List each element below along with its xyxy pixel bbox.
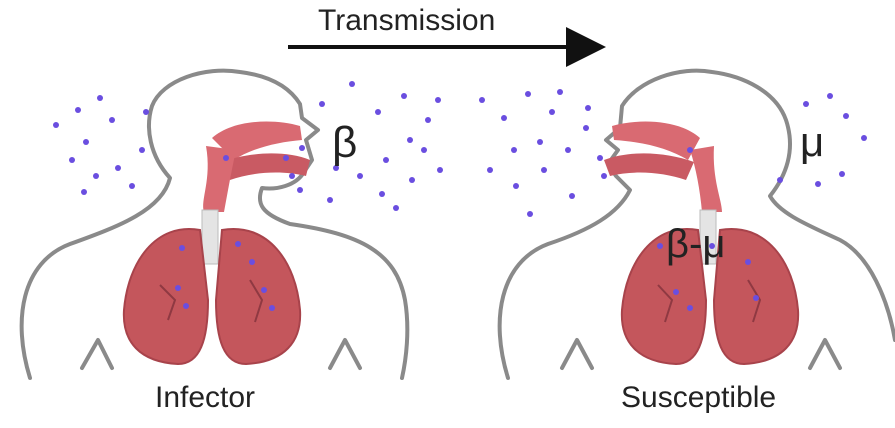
- aerosol-particle: [115, 165, 121, 171]
- aerosol-particle: [297, 187, 303, 193]
- aerosol-particle: [549, 109, 555, 115]
- aerosol-particle: [827, 93, 833, 99]
- aerosol-particle: [435, 97, 441, 103]
- aerosol-particle: [687, 305, 693, 311]
- aerosol-particle: [409, 177, 415, 183]
- aerosol-particle: [81, 189, 87, 195]
- aerosol-particle: [393, 205, 399, 211]
- aerosol-particle: [815, 181, 821, 187]
- aerosol-particle: [327, 197, 333, 203]
- aerosol-particle: [261, 287, 267, 293]
- aerosol-particle: [401, 93, 407, 99]
- aerosol-particle: [753, 295, 759, 301]
- aerosol-particle: [249, 259, 255, 265]
- aerosol-particle: [53, 122, 59, 128]
- susceptible-left-arm: [562, 340, 592, 368]
- aerosol-particle: [541, 167, 547, 173]
- aerosol-particle: [597, 155, 603, 161]
- aerosol-particle: [777, 177, 783, 183]
- aerosol-particle: [537, 139, 543, 145]
- aerosol-particle: [843, 113, 849, 119]
- aerosol-particle: [425, 117, 431, 123]
- aerosol-particle: [235, 241, 241, 247]
- aerosol-particle: [83, 139, 89, 145]
- aerosol-particle: [861, 135, 867, 141]
- aerosol-particle: [139, 147, 145, 153]
- aerosol-particle: [501, 115, 507, 121]
- infector-left-lung: [124, 229, 208, 364]
- aerosol-particle: [357, 173, 363, 179]
- aerosol-particle: [283, 155, 289, 161]
- aerosol-particle: [437, 167, 443, 173]
- aerosol-particle: [511, 147, 517, 153]
- aerosol-particle: [319, 101, 325, 107]
- aerosol-particle: [557, 89, 563, 95]
- aerosol-particle: [673, 289, 679, 295]
- aerosol-particle: [129, 183, 135, 189]
- aerosol-particle: [525, 91, 531, 97]
- aerosol-particle: [109, 117, 115, 123]
- transmission-label: Transmission: [318, 4, 495, 38]
- aerosol-particle: [687, 147, 693, 153]
- aerosol-particle: [375, 109, 381, 115]
- aerosol-particle: [487, 167, 493, 173]
- infector-label: Infector: [155, 381, 255, 415]
- aerosol-particle: [175, 285, 181, 291]
- susceptible-right-arm: [810, 340, 840, 368]
- infector-right-lung: [216, 229, 300, 364]
- aerosol-particle: [803, 101, 809, 107]
- infector-respiratory-system: [124, 122, 310, 364]
- aerosol-particle: [299, 145, 305, 151]
- aerosol-particle: [269, 305, 275, 311]
- susceptible-label: Susceptible: [621, 381, 776, 415]
- aerosol-particle: [179, 245, 185, 251]
- aerosol-particle: [479, 97, 485, 103]
- aerosol-particle: [745, 259, 751, 265]
- aerosol-particle: [75, 107, 81, 113]
- aerosol-particle: [349, 81, 355, 87]
- aerosol-particle: [97, 95, 103, 101]
- aerosol-particle: [143, 109, 149, 115]
- infector-left-arm: [82, 340, 112, 368]
- aerosol-particle: [583, 125, 589, 131]
- aerosol-particle: [601, 173, 607, 179]
- aerosol-particle: [69, 157, 75, 163]
- aerosol-particle: [93, 173, 99, 179]
- infector-right-arm: [330, 340, 360, 368]
- aerosol-particle: [657, 243, 663, 249]
- aerosol-particle: [183, 303, 189, 309]
- aerosol-particle: [421, 147, 427, 153]
- susceptible-pharynx: [690, 146, 722, 212]
- aerosol-particle: [383, 157, 389, 163]
- aerosol-particle: [569, 193, 575, 199]
- aerosol-particle: [565, 147, 571, 153]
- aerosol-particle: [527, 211, 533, 217]
- beta-symbol: β: [332, 118, 357, 168]
- aerosol-particle: [839, 171, 845, 177]
- aerosol-particle: [223, 155, 229, 161]
- infector-trachea: [202, 210, 218, 264]
- aerosol-particle: [289, 173, 295, 179]
- aerosol-particle: [513, 183, 519, 189]
- mu-symbol: μ: [800, 118, 824, 166]
- aerosol-particle: [407, 137, 413, 143]
- aerosol-particle: [379, 191, 385, 197]
- aerosol-particle: [585, 105, 591, 111]
- beta-minus-mu-symbol: β-μ: [666, 222, 725, 267]
